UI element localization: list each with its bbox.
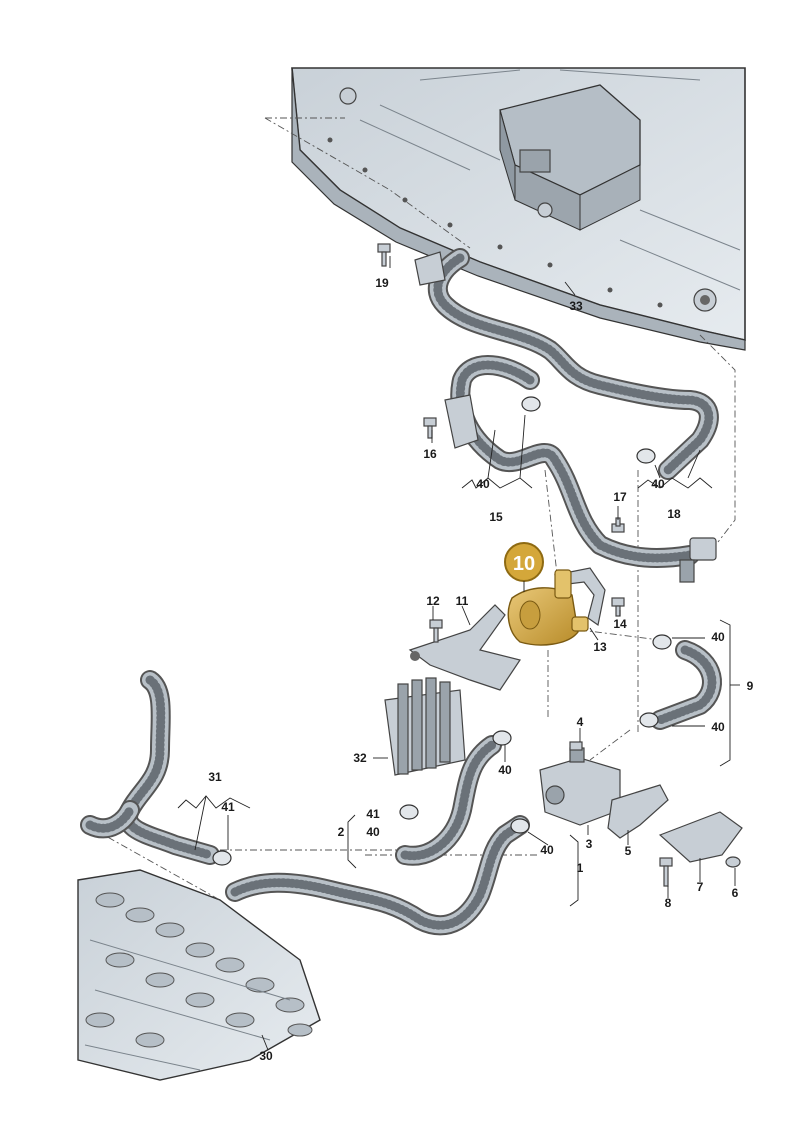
label-19: 19	[375, 276, 389, 290]
valve-3	[539, 747, 621, 826]
frame-bolt	[339, 87, 357, 105]
label-40-d: 40	[711, 720, 725, 734]
label-3: 3	[586, 837, 593, 851]
bolt-12	[429, 619, 443, 643]
auxiliary-coolant-pump	[507, 569, 589, 646]
label-9: 9	[747, 679, 754, 693]
label-7: 7	[697, 880, 704, 894]
label-40-f: 40	[366, 825, 380, 839]
label-15: 15	[489, 510, 503, 524]
label-14: 14	[613, 617, 627, 631]
bracket-5	[607, 784, 669, 839]
manifold-32	[384, 677, 466, 776]
coolant-hoses	[80, 248, 722, 936]
label-12: 12	[426, 594, 440, 608]
clamps	[212, 396, 672, 866]
label-11: 11	[456, 594, 469, 608]
bolt-8	[659, 857, 673, 887]
bracket-11	[408, 604, 521, 691]
cooling-plate	[77, 869, 321, 1081]
nut-6	[725, 856, 741, 868]
label-40-a: 40	[476, 477, 490, 491]
control-module	[499, 84, 641, 231]
hose-9	[650, 640, 722, 730]
bolt-4	[569, 741, 583, 751]
label-40-c: 40	[711, 630, 725, 644]
label-6: 6	[732, 886, 739, 900]
bolt-14	[611, 597, 625, 617]
battery-housing	[291, 67, 746, 351]
callout-label: 10	[513, 553, 535, 575]
callout-badge: 10	[504, 542, 544, 582]
bracket-16	[444, 394, 479, 449]
hose-1	[225, 815, 530, 936]
label-41-b: 41	[366, 807, 380, 821]
bolt-17	[611, 517, 625, 533]
hose-upper	[427, 248, 719, 480]
label-16: 16	[423, 447, 437, 461]
label-40-e: 40	[498, 763, 512, 777]
label-40-b: 40	[651, 477, 665, 491]
leader-lines	[177, 256, 740, 1051]
bolt-19	[377, 243, 391, 267]
part-labels: 19 33 16 40 15 40 18 17 12 11 14 13 40 9…	[208, 276, 753, 1063]
bracket-7	[658, 811, 743, 863]
label-13: 13	[593, 640, 607, 654]
label-1: 1	[577, 861, 584, 875]
label-40-g: 40	[540, 843, 554, 857]
hose-31	[80, 670, 220, 865]
bracket-top	[414, 251, 446, 286]
label-17: 17	[613, 490, 627, 504]
label-32: 32	[353, 751, 367, 765]
label-31: 31	[208, 770, 222, 784]
label-8: 8	[665, 896, 672, 910]
label-5: 5	[625, 844, 632, 858]
hose-15	[450, 355, 700, 568]
label-4: 4	[577, 715, 584, 729]
reference-lines	[94, 117, 736, 901]
label-30: 30	[259, 1049, 273, 1063]
connector-18	[679, 537, 717, 583]
bolt-16	[423, 417, 437, 439]
label-2: 2	[338, 825, 345, 839]
label-41-a: 41	[221, 800, 235, 814]
label-33: 33	[569, 299, 583, 313]
hose-2	[395, 735, 502, 866]
label-18: 18	[667, 507, 681, 521]
